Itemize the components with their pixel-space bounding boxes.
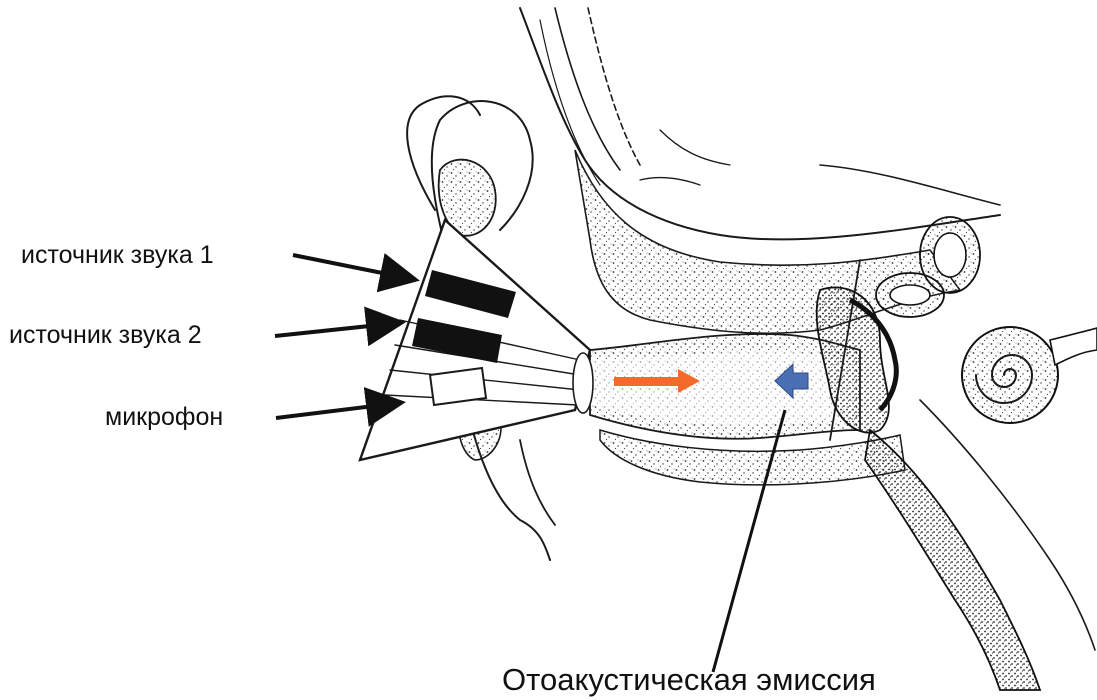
- label-sound-source-1: источник звука 1: [21, 241, 214, 269]
- pointer-sound-source-1: [293, 255, 412, 279]
- label-otoacoustic-emission: Отоакустическая эмиссия: [502, 662, 876, 697]
- label-sound-source-2: источник звука 2: [9, 321, 202, 349]
- microphone-box: [430, 368, 486, 405]
- label-microphone: микрофон: [105, 403, 223, 431]
- pointer-sound-source-2: [275, 323, 398, 336]
- pointer-otoacoustic-emission: [713, 410, 785, 672]
